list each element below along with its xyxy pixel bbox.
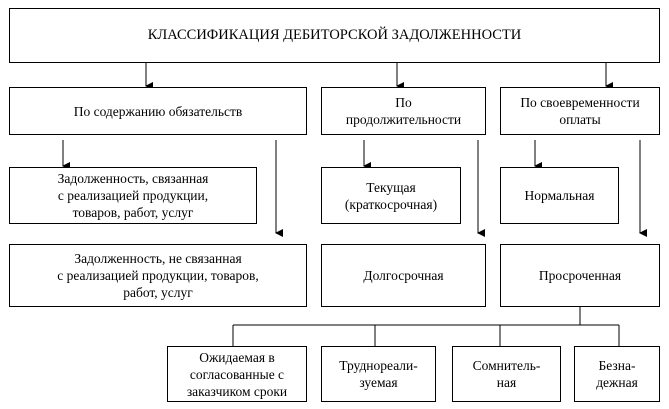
unrelated-debt-label: Задолженность, не связанная с реализацие… (57, 251, 259, 300)
normal-debt-box: Нормальная (500, 167, 619, 224)
overdue-hard-to-collect-label: Труднореали- зуемая (339, 358, 418, 390)
category-content-box: По содержанию обязательств (9, 87, 307, 135)
category-timeliness-box: По своевременности оплаты (500, 87, 660, 135)
related-debt-label: Задолженность, связанная с реализацией п… (57, 171, 209, 220)
current-debt-label: Текущая (краткосрочная) (344, 179, 438, 212)
category-duration-box: По продолжительности (321, 87, 486, 135)
overdue-hopeless-label: Безна- дежная (596, 358, 638, 390)
current-debt-box: Текущая (краткосрочная) (321, 167, 461, 224)
category-duration-label: По продолжительности (345, 95, 462, 127)
category-content-label: По содержанию обязательств (73, 103, 243, 119)
longterm-debt-label: Долгосрочная (363, 268, 444, 283)
title-box: КЛАССИФИКАЦИЯ ДЕБИТОРСКОЙ ЗАДОЛЖЕННОСТИ (9, 8, 660, 63)
overdue-debt-label: Просроченная (538, 268, 622, 283)
overdue-expected-box: Ожидаемая в согласованные с заказчиком с… (167, 346, 307, 402)
overdue-hard-to-collect-box: Труднореали- зуемая (321, 346, 436, 402)
related-debt-box: Задолженность, связанная с реализацией п… (9, 167, 257, 224)
normal-debt-label: Нормальная (524, 188, 595, 203)
longterm-debt-box: Долгосрочная (321, 244, 486, 307)
title-text: КЛАССИФИКАЦИЯ ДЕБИТОРСКОЙ ЗАДОЛЖЕННОСТИ (147, 27, 522, 43)
category-timeliness-label: По своевременности оплаты (520, 95, 640, 127)
overdue-doubtful-box: Сомнитель- ная (452, 346, 561, 402)
overdue-doubtful-label: Сомнитель- ная (472, 358, 541, 390)
unrelated-debt-box: Задолженность, не связанная с реализацие… (9, 244, 307, 307)
overdue-debt-box: Просроченная (500, 244, 660, 307)
overdue-expected-label: Ожидаемая в согласованные с заказчиком с… (186, 349, 288, 399)
overdue-hopeless-box: Безна- дежная (574, 346, 660, 402)
